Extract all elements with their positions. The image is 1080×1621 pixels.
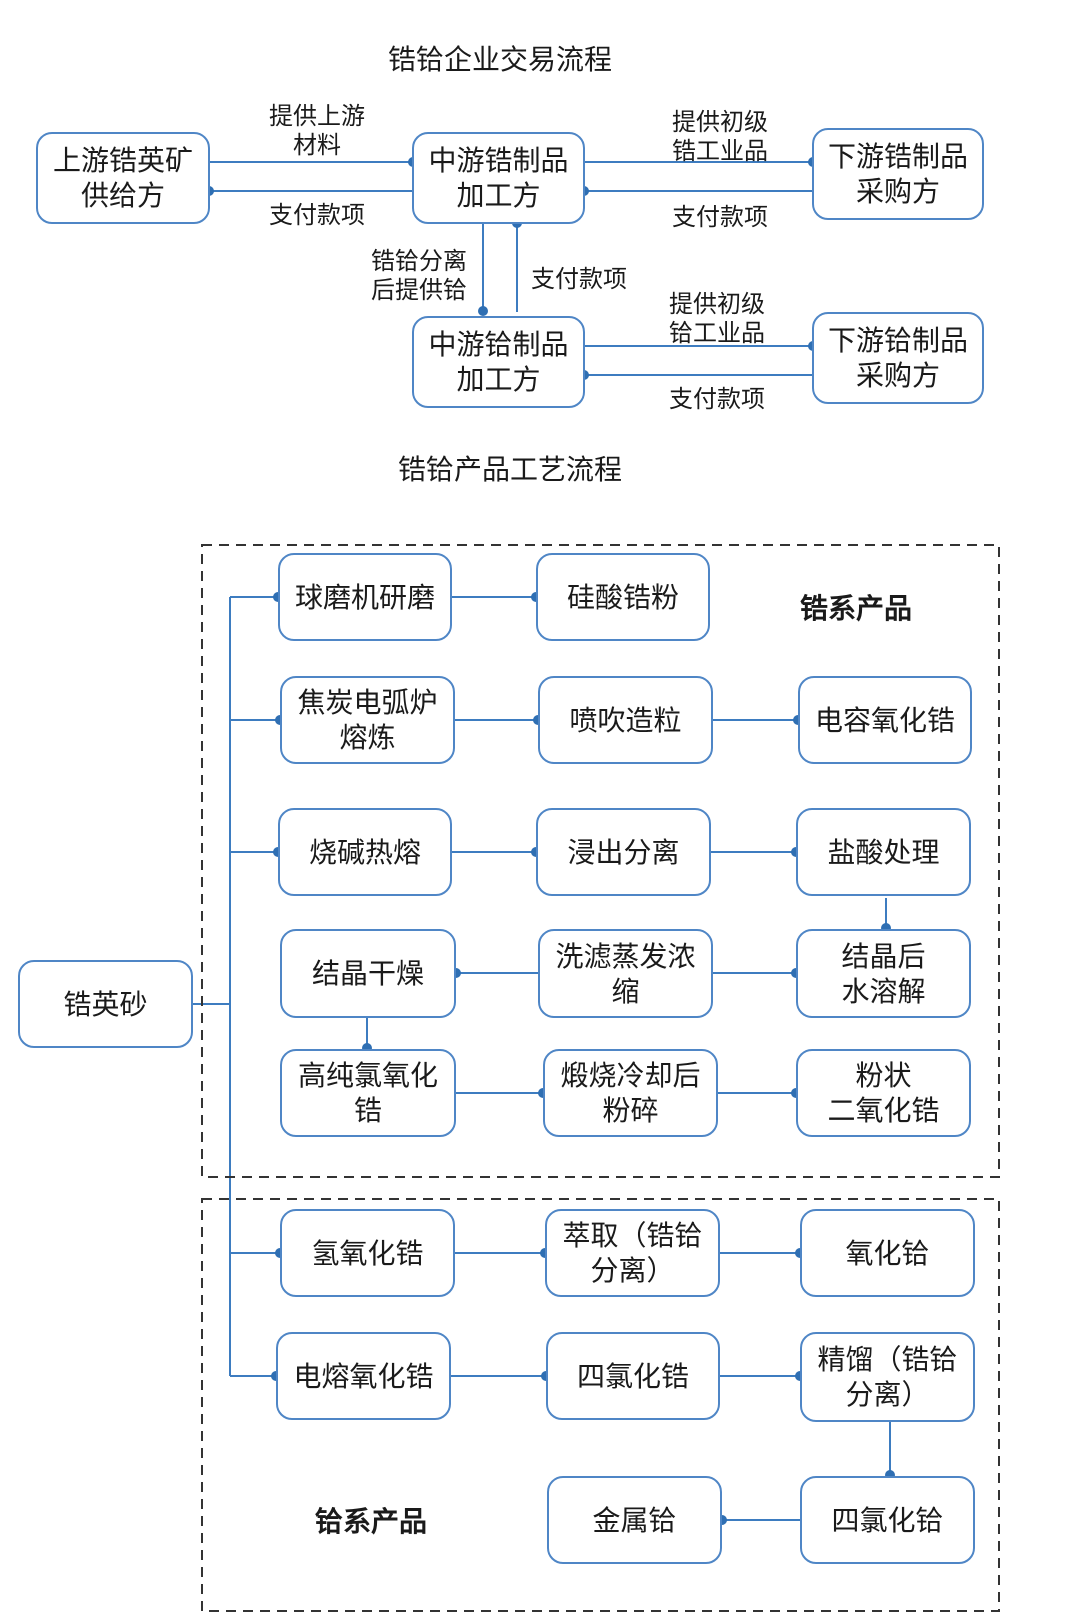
powder-zro2-box: 粉状 二氧化锆 bbox=[796, 1049, 971, 1137]
fused-zro2-box: 电熔氧化锆 bbox=[276, 1332, 451, 1420]
spray-granulation-box: 喷吹造粒 bbox=[538, 676, 713, 764]
leach-separation-box: 浸出分离 bbox=[536, 808, 711, 896]
downstream-hf-buyer-box: 下游铪制品 采购方 bbox=[812, 312, 984, 404]
zr-silicate-box: 硅酸锆粉 bbox=[536, 553, 710, 641]
coke-arc-box: 焦炭电弧炉 熔炼 bbox=[280, 676, 455, 764]
label-supply-material: 提供上游 材料 bbox=[269, 102, 365, 159]
source-zircon-sand-box: 锆英砂 bbox=[18, 960, 193, 1048]
label-pay-upstream: 支付款项 bbox=[269, 201, 365, 229]
extraction-box: 萃取（锆铪 分离） bbox=[545, 1209, 720, 1297]
crystal-dry-box: 结晶干燥 bbox=[280, 929, 456, 1018]
hf-metal-box: 金属铪 bbox=[547, 1476, 722, 1564]
hp-oxychloride-box: 高纯氯氧化 锆 bbox=[280, 1049, 456, 1137]
midstream-hf-processor-box: 中游铪制品 加工方 bbox=[412, 316, 585, 408]
label-pay-down-top: 支付款项 bbox=[672, 203, 768, 231]
label-supply-zr: 提供初级 锆工业品 bbox=[672, 108, 768, 165]
downstream-zr-buyer-box: 下游锆制品 采购方 bbox=[812, 128, 984, 220]
caustic-fusion-box: 烧碱热熔 bbox=[278, 808, 452, 896]
zrcl4-box: 四氯化锆 bbox=[546, 1332, 720, 1420]
upstream-supplier-box: 上游锆英矿 供给方 bbox=[36, 132, 210, 224]
label-supply-hf: 提供初级 铪工业品 bbox=[669, 290, 765, 347]
zr-products-label: 锆系产品 bbox=[800, 592, 913, 625]
trade-title: 锆铪企业交易流程 bbox=[387, 43, 612, 76]
ball-mill-box: 球磨机研磨 bbox=[278, 553, 452, 641]
midstream-zr-processor-box: 中游锆制品 加工方 bbox=[412, 132, 585, 224]
hf-oxide-box: 氧化铪 bbox=[800, 1209, 975, 1297]
crystal-dissolve-box: 结晶后 水溶解 bbox=[796, 929, 971, 1018]
hfcl4-box: 四氯化铪 bbox=[800, 1476, 975, 1564]
hf-products-label: 铪系产品 bbox=[315, 1505, 428, 1538]
process-title: 锆铪产品工艺流程 bbox=[397, 453, 622, 486]
calcine-crush-box: 煅烧冷却后 粉碎 bbox=[543, 1049, 718, 1137]
wash-filter-evaporate-box: 洗滤蒸发浓 缩 bbox=[538, 929, 713, 1018]
label-separate-hf: 锆铪分离 后提供铪 bbox=[371, 247, 467, 304]
label-pay-mid: 支付款项 bbox=[531, 265, 627, 293]
rectification-box: 精馏（锆铪 分离） bbox=[800, 1332, 975, 1422]
label-pay-down-bottom: 支付款项 bbox=[669, 385, 765, 413]
hcl-treatment-box: 盐酸处理 bbox=[796, 808, 971, 896]
zr-hydroxide-box: 氢氧化锆 bbox=[280, 1209, 455, 1297]
capacitor-zro2-box: 电容氧化锆 bbox=[798, 676, 972, 764]
